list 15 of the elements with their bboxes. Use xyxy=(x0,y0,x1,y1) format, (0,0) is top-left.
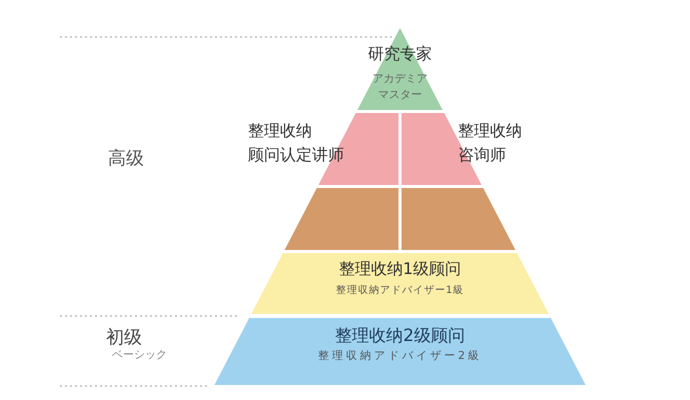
tier-subtitle: 顾问认定讲师 xyxy=(248,144,345,166)
tier-subtitle: 整理収納アドバイザー1級 xyxy=(334,284,466,297)
tier-title: 整理收纳2级顾问 xyxy=(334,325,466,347)
tier-subtitle: アカデミア xyxy=(372,71,428,86)
tier-title: 整理收纳1级顾问 xyxy=(338,259,462,280)
level-label: 高级 xyxy=(108,147,144,170)
tier-title: 整理收纳 xyxy=(458,120,523,142)
tier-subtitle: 整理収納アドバイザー2級 xyxy=(317,348,483,363)
level-sublabel: ベーシック xyxy=(112,347,167,362)
level-label: 初级 xyxy=(106,326,142,349)
tier-title: 整理收纳 xyxy=(248,120,313,142)
pyramid-tier xyxy=(250,253,550,314)
tier-subtitle: マスター xyxy=(377,87,423,102)
tier-title: 研究专家 xyxy=(367,44,433,65)
tier-subtitle: 咨询师 xyxy=(458,144,507,166)
